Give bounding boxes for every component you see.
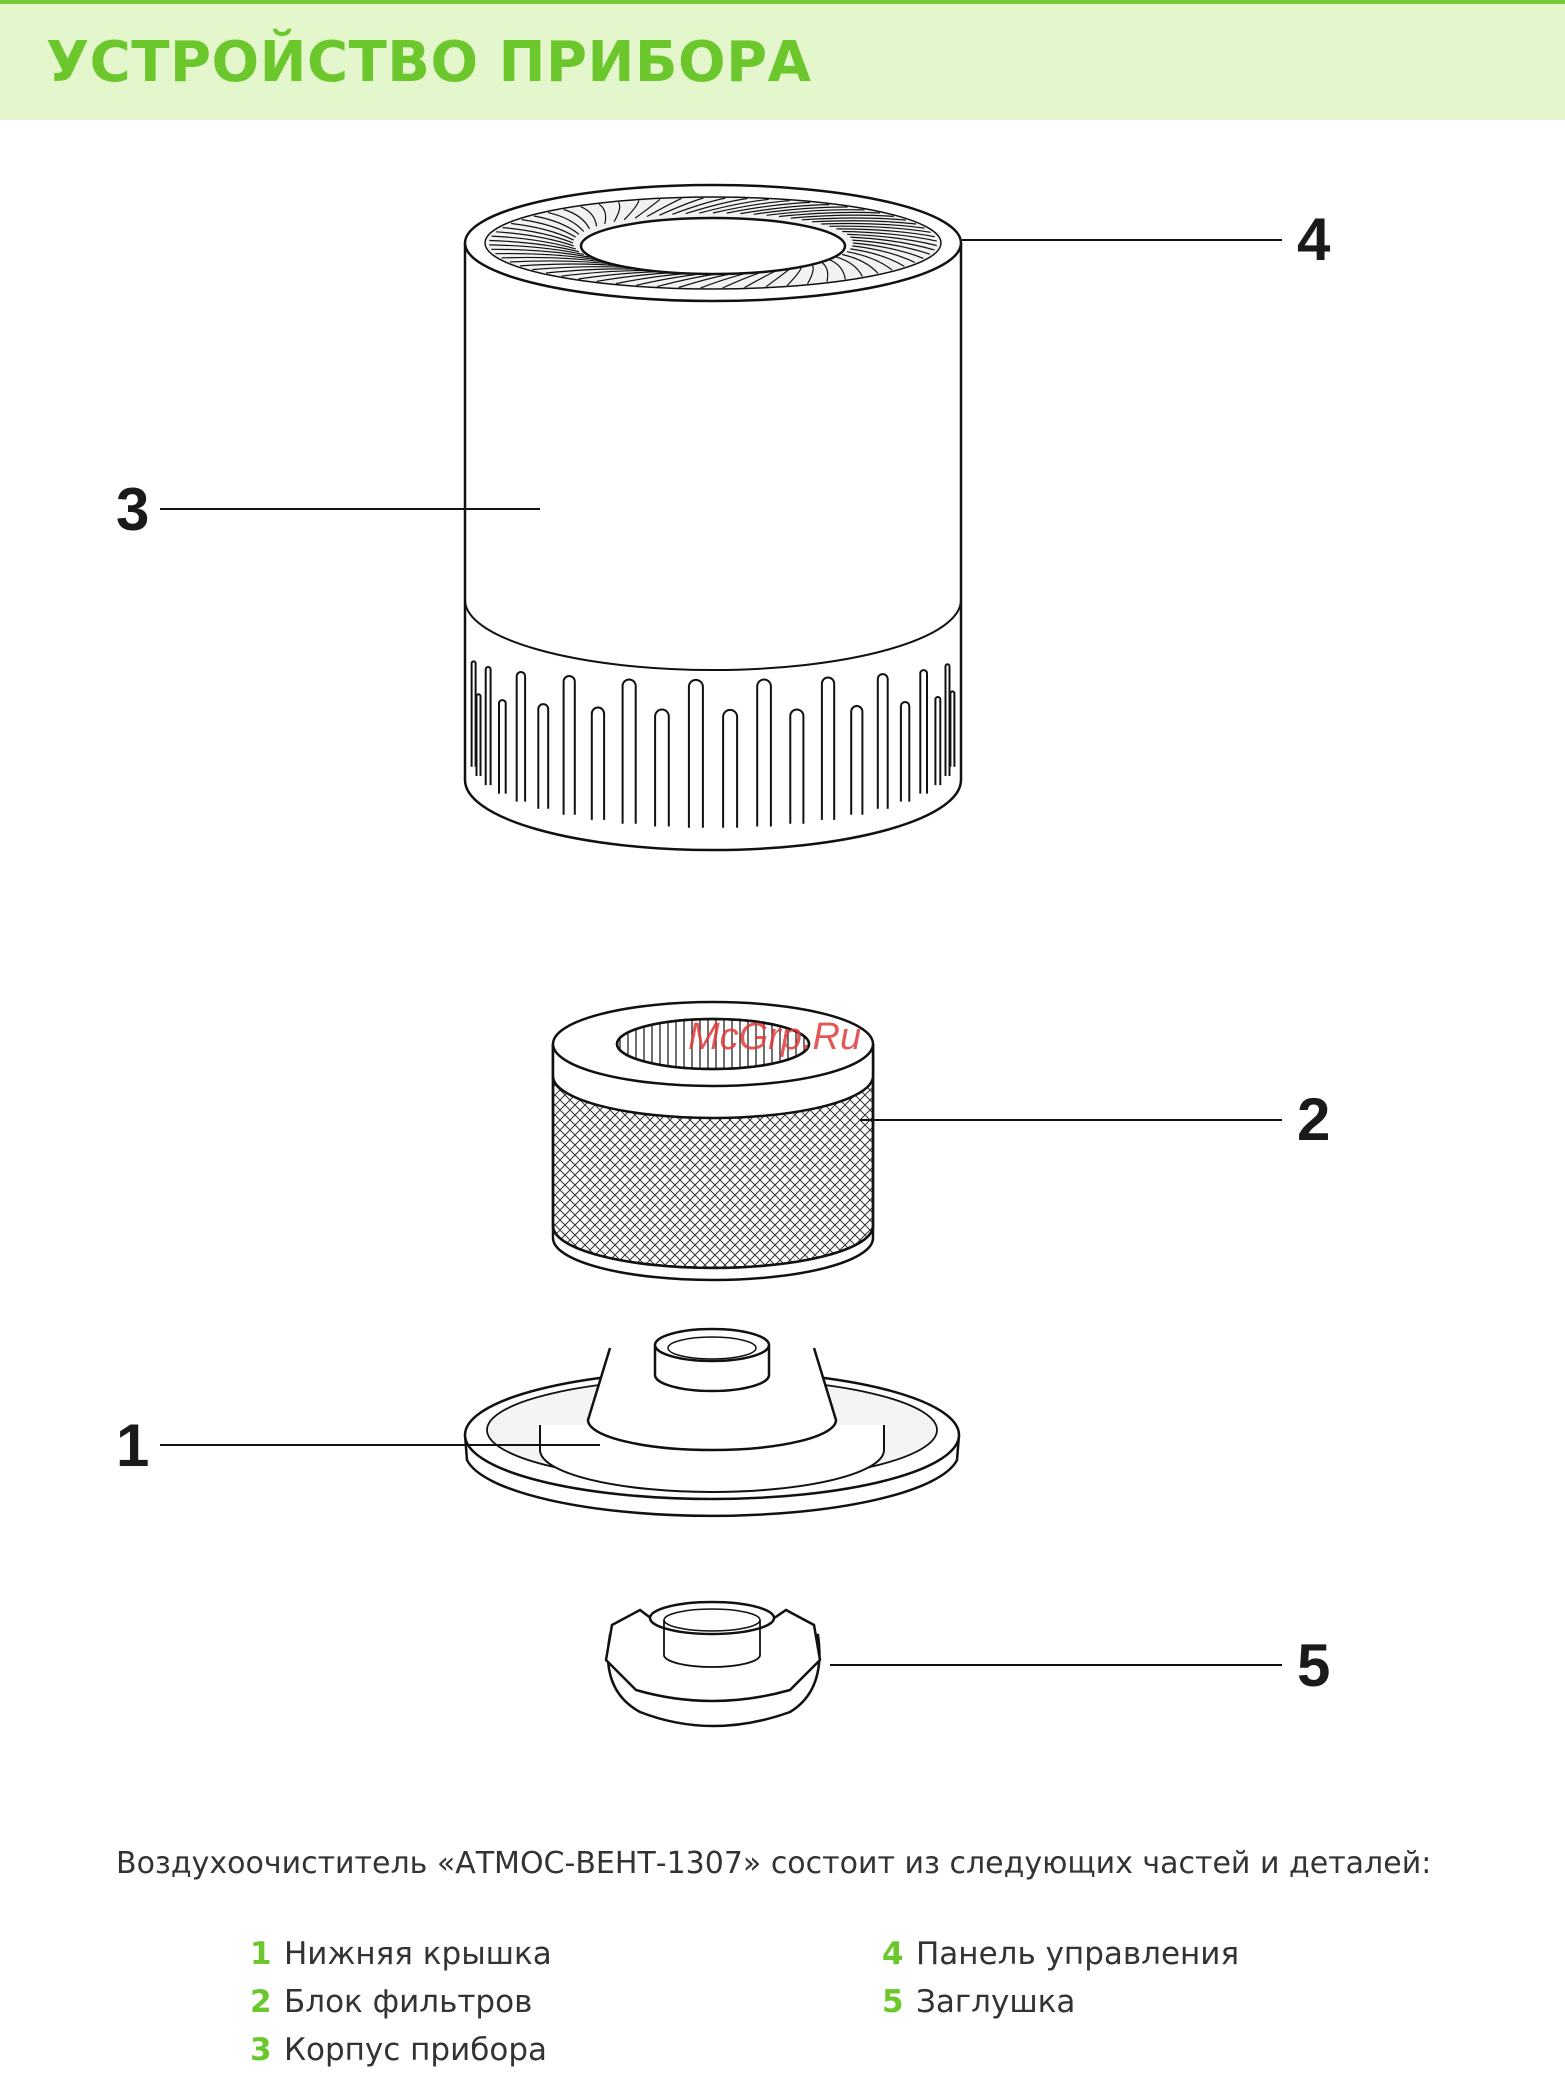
plug-illustration	[606, 1602, 820, 1726]
callout-4: 4	[1297, 210, 1330, 270]
callout-3: 3	[116, 480, 149, 540]
callout-1: 1	[116, 1416, 149, 1476]
callout-2: 2	[1297, 1090, 1330, 1150]
page-title: УСТРОЙСТВО ПРИБОРА	[46, 30, 812, 95]
device-exploded-diagram	[0, 120, 1565, 1820]
page-header: УСТРОЙСТВО ПРИБОРА	[0, 0, 1565, 120]
watermark: McGrp.Ru	[688, 1016, 861, 1059]
control-panel-disc	[581, 218, 845, 274]
callout-5: 5	[1297, 1636, 1330, 1696]
housing-illustration	[465, 185, 961, 850]
intro-text: Воздухоочиститель «АТМОС-ВЕНТ-1307» сост…	[116, 1846, 1431, 1881]
bottom-cover-illustration	[465, 1329, 959, 1516]
